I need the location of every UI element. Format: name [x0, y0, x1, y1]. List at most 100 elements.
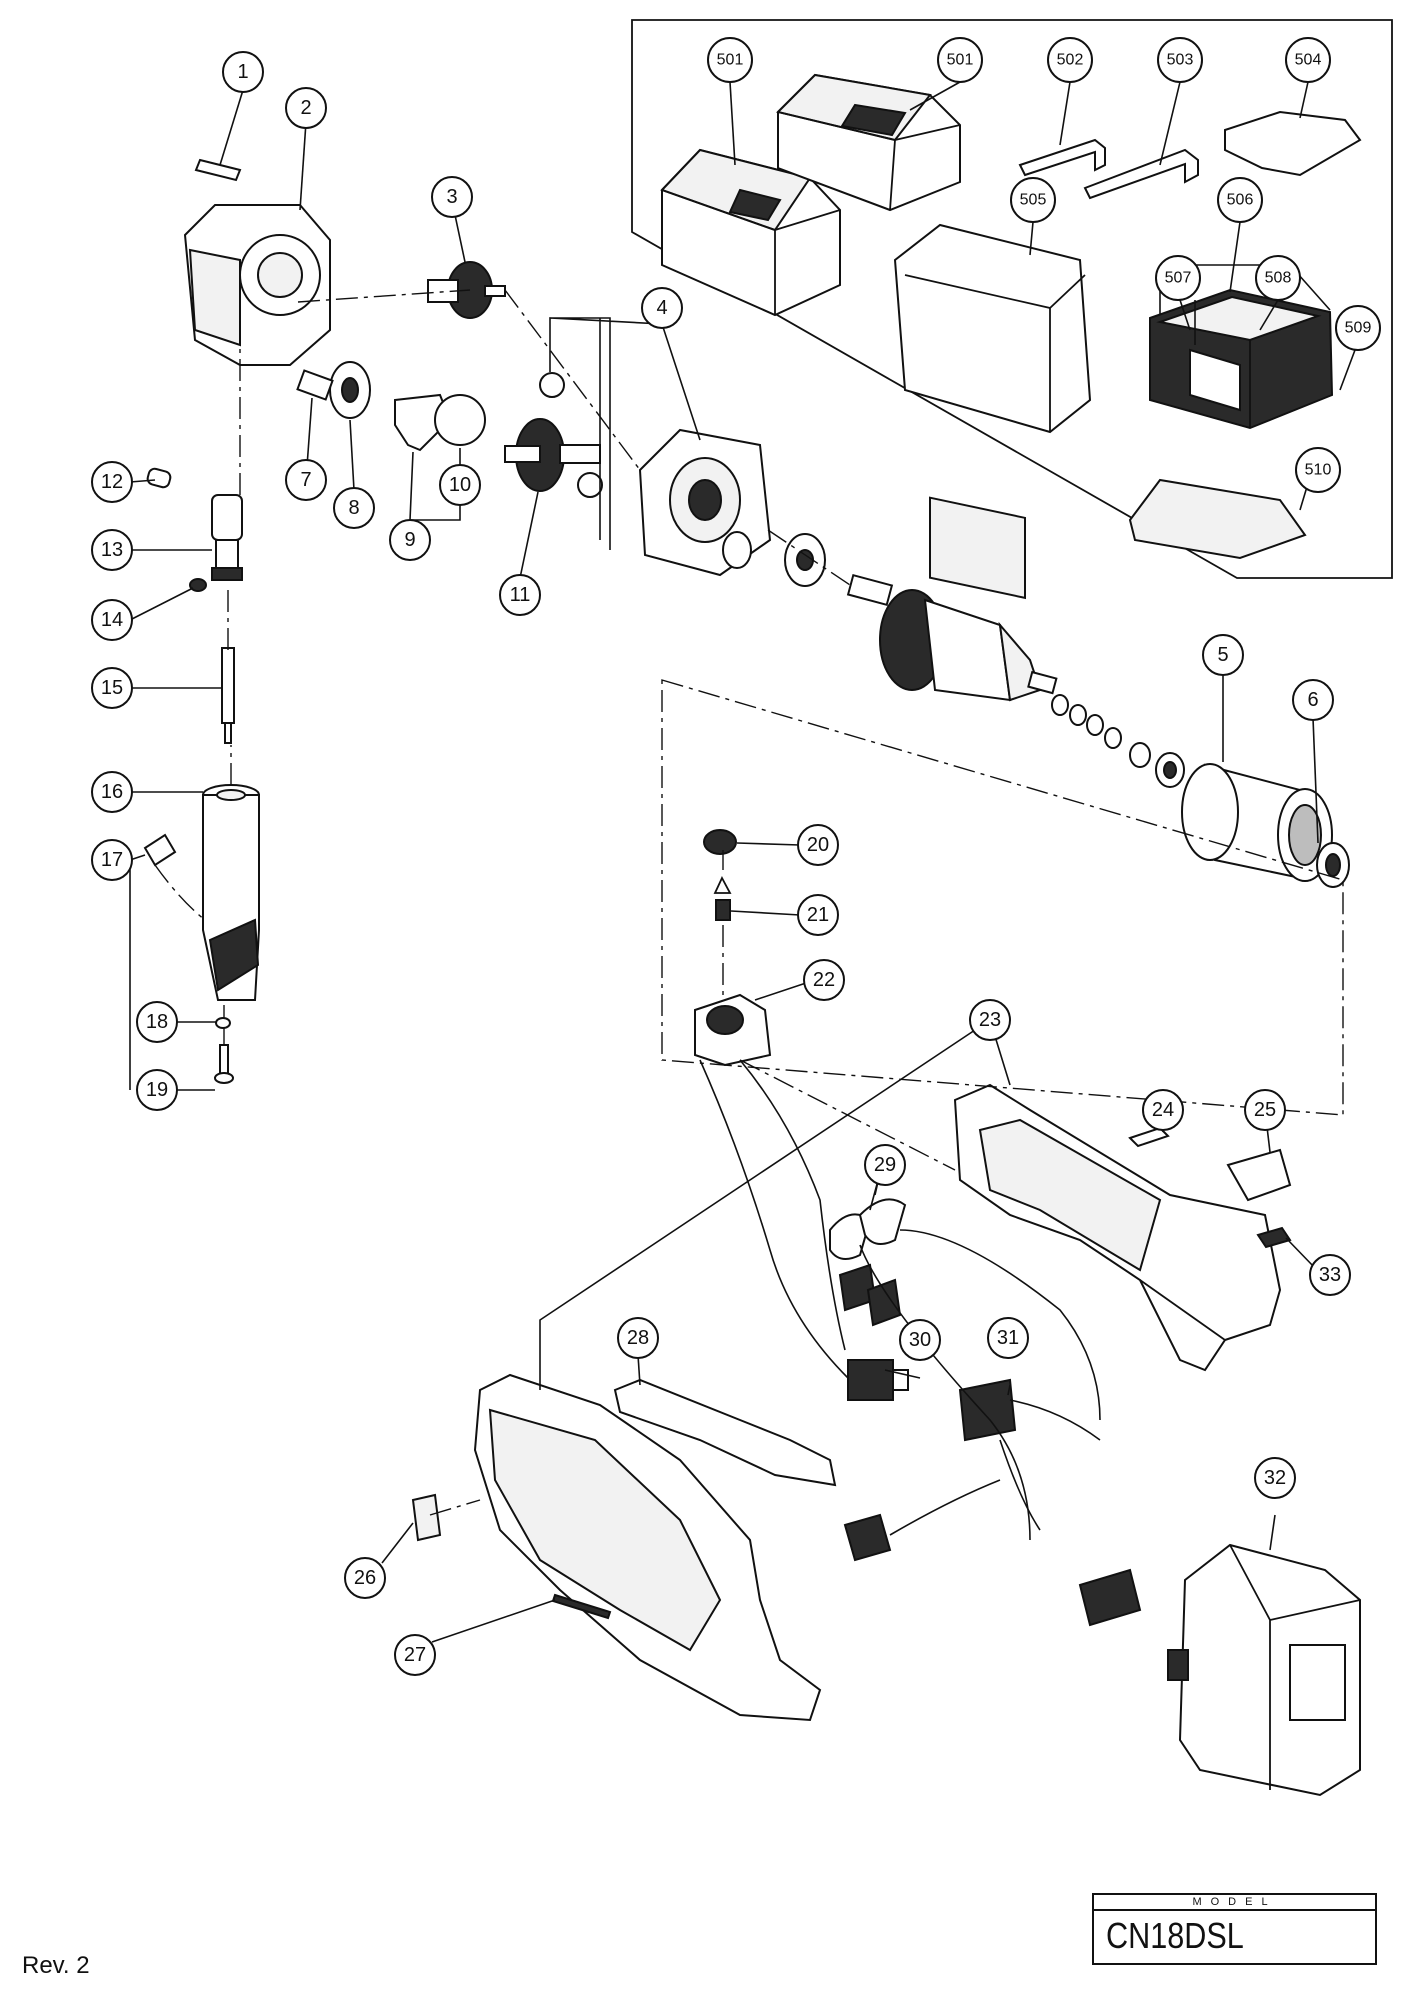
callout-21: 21 — [797, 894, 839, 936]
callout-20: 20 — [797, 824, 839, 866]
wire-3 — [859, 1244, 1031, 1541]
axis-motor — [767, 529, 851, 586]
callout-33: 33 — [1309, 1254, 1351, 1296]
svg-text:32: 32 — [1264, 1467, 1286, 1489]
housing-right-23 — [953, 1083, 1282, 1372]
callout-11: 11 — [499, 574, 541, 616]
svg-text:22: 22 — [813, 969, 835, 991]
svg-text:510: 510 — [1305, 462, 1332, 479]
pin-7 — [296, 369, 334, 401]
callout-8: 8 — [333, 487, 375, 529]
bearing-8 — [329, 361, 371, 419]
svg-text:18: 18 — [146, 1011, 168, 1033]
svg-text:6: 6 — [1307, 689, 1318, 711]
callout-501a: 501 — [707, 37, 753, 83]
carbon-brush-21 — [713, 875, 732, 921]
battery-32 — [1167, 1543, 1361, 1797]
insert-510 — [1128, 478, 1307, 560]
revision-label: Rev. 2 — [22, 1952, 90, 1979]
callout-24: 24 — [1142, 1089, 1184, 1131]
svg-text:501: 501 — [947, 52, 974, 69]
armature — [846, 573, 1058, 702]
svg-text:27: 27 — [404, 1644, 426, 1666]
svg-text:12: 12 — [101, 471, 123, 493]
svg-text:19: 19 — [146, 1079, 168, 1101]
brush-holder-22 — [694, 993, 772, 1067]
callout-6: 6 — [1292, 679, 1334, 721]
svg-text:1: 1 — [237, 61, 248, 83]
systainer-506 — [1149, 288, 1334, 430]
wire-1 — [739, 1059, 846, 1351]
callout-12: 12 — [91, 461, 133, 503]
callout-5: 5 — [1202, 634, 1244, 676]
bearing-rear — [1155, 752, 1185, 788]
svg-text:24: 24 — [1152, 1099, 1174, 1121]
sleeve-a — [539, 372, 565, 398]
svg-text:509: 509 — [1345, 320, 1372, 337]
svg-text:2: 2 — [300, 97, 311, 119]
needle-bearing-10 — [434, 394, 486, 446]
wire-4 — [899, 1229, 1101, 1421]
svg-text:508: 508 — [1265, 270, 1292, 287]
svg-text:23: 23 — [979, 1009, 1001, 1031]
callout-10: 10 — [439, 464, 481, 506]
screw-1 — [194, 158, 242, 182]
washer-a4 — [1104, 727, 1122, 749]
svg-text:9: 9 — [404, 529, 415, 551]
brush-cap-20 — [703, 829, 737, 855]
svg-text:505: 505 — [1020, 192, 1047, 209]
svg-text:21: 21 — [807, 904, 829, 926]
svg-text:7: 7 — [300, 469, 311, 491]
hex-wrench-502 — [1018, 138, 1106, 177]
ring-6 — [1316, 842, 1350, 888]
callout-501b: 501 — [937, 37, 983, 83]
callout-29: 29 — [864, 1144, 906, 1186]
sleeve-b — [577, 472, 603, 498]
svg-text:507: 507 — [1165, 270, 1192, 287]
screw-19 — [214, 1044, 234, 1084]
switch-30 — [838, 1263, 909, 1401]
washer-a5 — [1129, 742, 1151, 768]
callout-505: 505 — [1010, 177, 1056, 223]
o-ring — [722, 531, 752, 569]
svg-text:11: 11 — [510, 584, 531, 606]
callout-9: 9 — [389, 519, 431, 561]
callout-16: 16 — [91, 771, 133, 813]
callout-13: 13 — [91, 529, 133, 571]
callout-25: 25 — [1244, 1089, 1286, 1131]
callout-7: 7 — [285, 459, 327, 501]
svg-text:3: 3 — [446, 186, 457, 208]
svg-text:503: 503 — [1167, 52, 1194, 69]
wire-2 — [699, 1059, 849, 1379]
label-33 — [1256, 1226, 1292, 1249]
svg-text:30: 30 — [909, 1329, 931, 1351]
svg-text:15: 15 — [101, 677, 123, 699]
svg-text:506: 506 — [1227, 192, 1254, 209]
pin-12 — [146, 467, 172, 489]
callout-502: 502 — [1047, 37, 1093, 83]
gear-cover-2 — [183, 204, 331, 366]
washer-18 — [215, 1017, 231, 1029]
callout-2: 2 — [285, 87, 327, 129]
set-screw-14 — [189, 578, 207, 592]
svg-text:5: 5 — [1217, 644, 1228, 666]
svg-text:33: 33 — [1319, 1264, 1341, 1286]
button-26 — [411, 1493, 442, 1542]
callout-32: 32 — [1254, 1457, 1296, 1499]
stator-5 — [1181, 763, 1333, 882]
accessory-frame — [631, 19, 1393, 579]
svg-text:501: 501 — [717, 52, 744, 69]
callout-506: 506 — [1217, 177, 1263, 223]
holder-9 — [394, 393, 452, 452]
callout-19: 19 — [136, 1069, 178, 1111]
washer-a3 — [1086, 714, 1104, 736]
housing-left-23 — [473, 1373, 822, 1722]
callout-28: 28 — [617, 1317, 659, 1359]
callout-509: 509 — [1335, 305, 1381, 351]
svg-text:31: 31 — [997, 1327, 1019, 1349]
charger-right — [776, 73, 961, 212]
callout-23: 23 — [969, 999, 1011, 1041]
axis-button — [429, 1499, 481, 1516]
svg-text:14: 14 — [101, 609, 123, 631]
